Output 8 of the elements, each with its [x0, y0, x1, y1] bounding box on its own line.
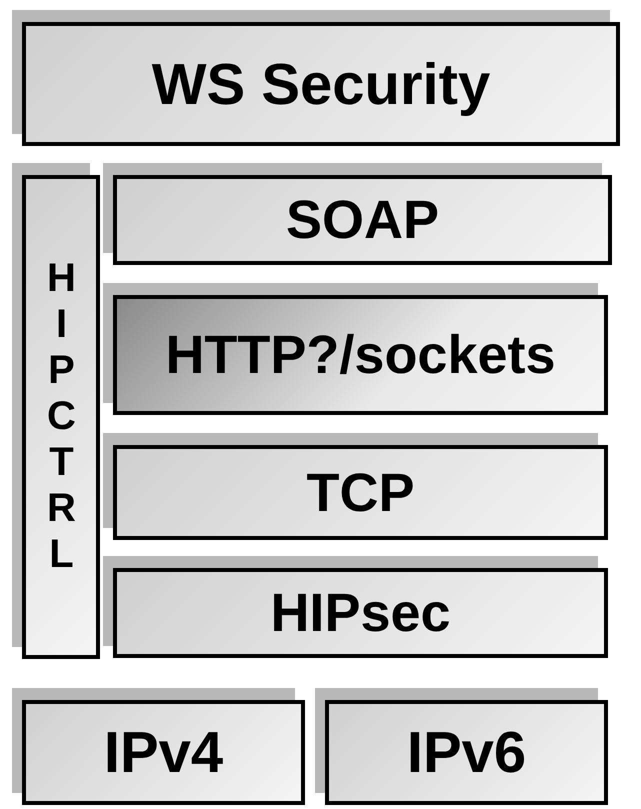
layer-label: HIPsec — [270, 582, 451, 644]
layer-label: TCP — [306, 462, 414, 524]
layer-label: SOAP — [286, 189, 440, 251]
layer-label: HTTP?/sockets — [165, 324, 556, 386]
layer-label: IPv6 — [406, 719, 526, 786]
layer-label: WS Security — [152, 50, 490, 118]
layer-label: HIPCTRL — [38, 256, 84, 578]
layer-label: IPv4 — [104, 719, 224, 786]
